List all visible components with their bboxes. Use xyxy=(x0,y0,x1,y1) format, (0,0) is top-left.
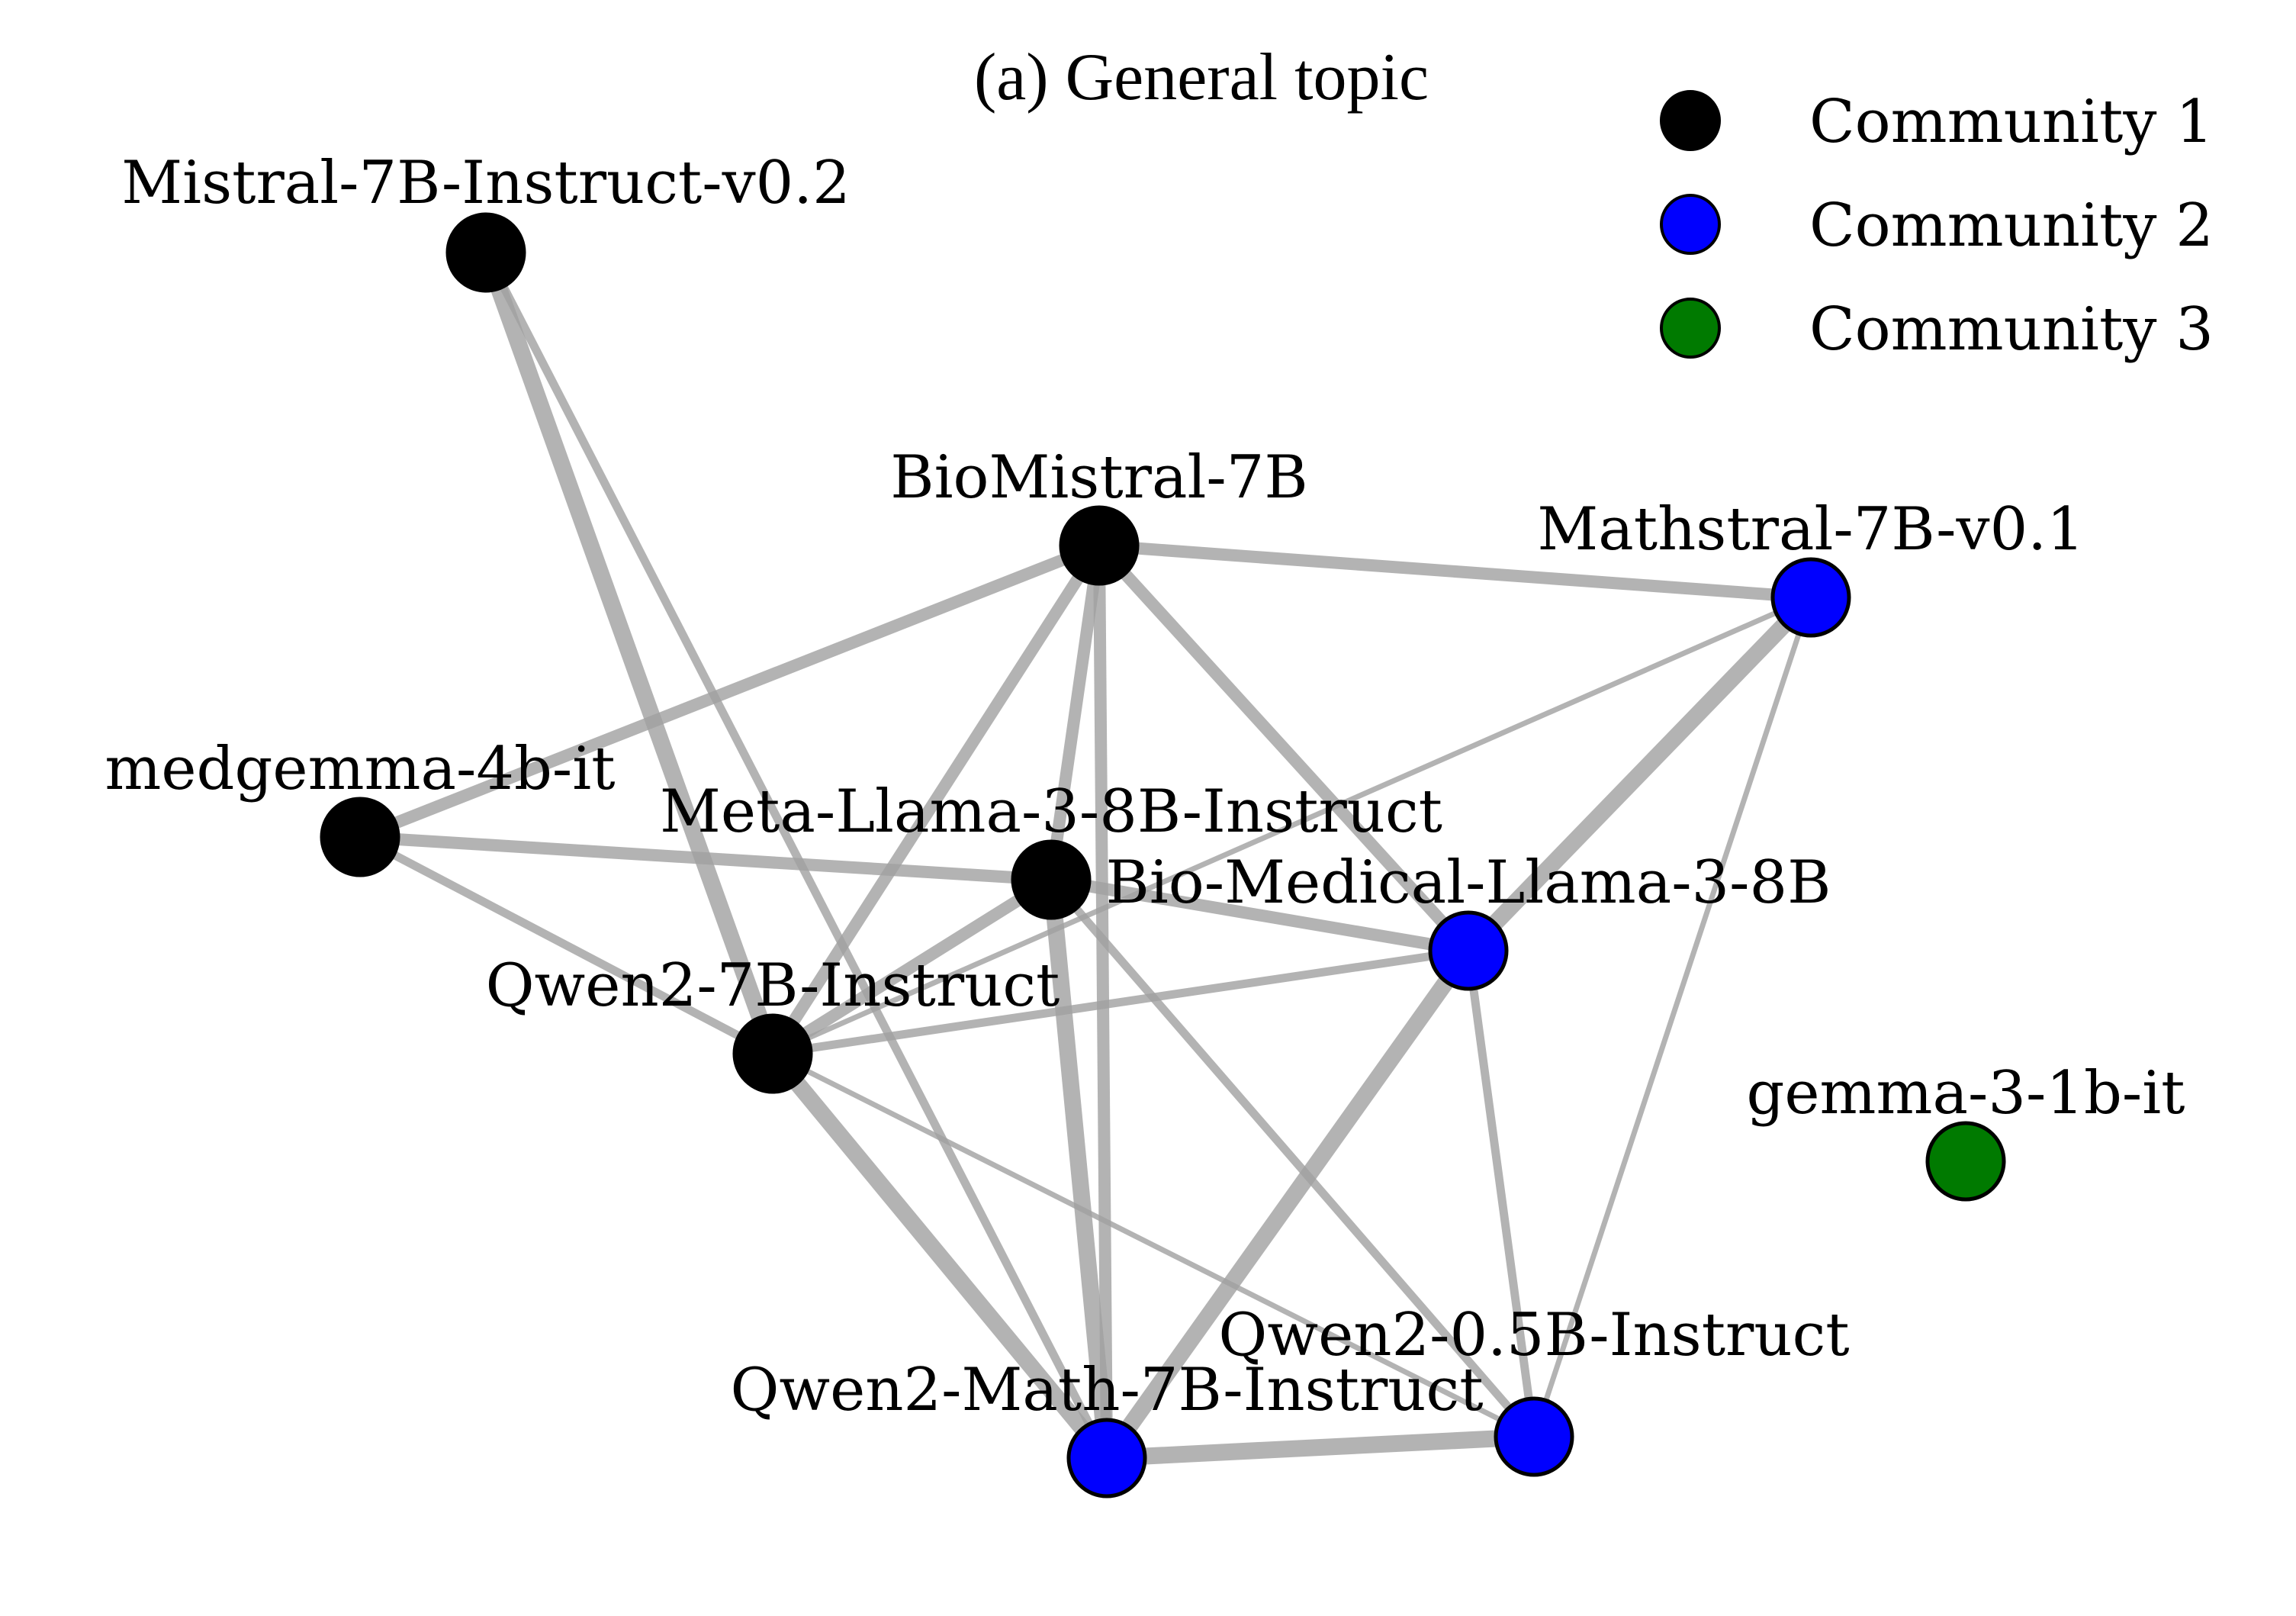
node-qwen05b xyxy=(1494,1396,1574,1477)
node-gemma1b xyxy=(1925,1121,2006,1202)
edge-biomistral-qwen7b xyxy=(767,542,1105,1057)
edge-biomistral-medgemma xyxy=(358,539,1101,843)
edge-llama3-biomedllama xyxy=(1050,874,1470,957)
edge-qwen7b-qwen05b xyxy=(771,1051,1535,1440)
edge-qwen7b-qwenmath xyxy=(766,1048,1114,1464)
edge-qwenmath-qwen05b xyxy=(1106,1428,1535,1466)
edge-biomistral-llama3 xyxy=(1045,544,1105,881)
node-label-mathstral: Mathstral-7B-v0.1 xyxy=(1537,495,2084,564)
node-label-biomistral: BioMistral-7B xyxy=(890,443,1307,512)
edges-layer xyxy=(358,249,1817,1466)
node-label-medgemma: medgemma-4b-it xyxy=(105,735,615,803)
edge-biomistral-mathstral xyxy=(1098,539,1812,604)
legend-item-community-1: Community 1 xyxy=(1660,88,2214,156)
node-biomedllama xyxy=(1428,910,1509,991)
node-biomistral xyxy=(1059,505,1140,586)
edge-mistral-qwenmath xyxy=(482,250,1111,1460)
legend-label-community-2: Community 2 xyxy=(1809,192,2214,260)
legend-item-community-2: Community 2 xyxy=(1660,192,2214,260)
edge-medgemma-qwen7b xyxy=(358,833,775,1057)
node-qwenmath xyxy=(1066,1418,1147,1499)
edge-biomedllama-qwen7b xyxy=(772,946,1469,1058)
node-label-biomedllama: Bio-Medical-Llama-3-8B xyxy=(1106,848,1831,917)
node-label-qwenmath: Qwen2-Math-7B-Instruct xyxy=(730,1356,1483,1424)
nodes-layer xyxy=(320,212,2006,1499)
edge-biomedllama-qwenmath xyxy=(1100,945,1475,1463)
edge-biomistral-biomedllama xyxy=(1095,541,1473,955)
chart-title: (a) General topic xyxy=(974,40,1429,114)
edge-mistral-qwen7b xyxy=(478,249,781,1057)
node-label-llama3: Meta-Llama-3-8B-Instruct xyxy=(660,777,1442,846)
node-label-gemma1b: gemma-3-1b-it xyxy=(1746,1059,2185,1128)
node-mathstral xyxy=(1770,557,1851,638)
node-llama3 xyxy=(1011,839,1092,920)
legend-marker-community-2 xyxy=(1660,194,1721,255)
legend-label-community-1: Community 1 xyxy=(1809,88,2214,156)
legend: Community 1 Community 2 Community 3 xyxy=(1660,88,2214,364)
edge-medgemma-llama3 xyxy=(359,831,1052,886)
edge-biomedllama-qwen05b xyxy=(1464,950,1539,1437)
node-mistral xyxy=(445,212,526,293)
legend-marker-community-3 xyxy=(1660,298,1721,359)
legend-label-community-3: Community 3 xyxy=(1809,295,2214,364)
legend-marker-community-1 xyxy=(1660,90,1721,151)
edge-mathstral-biomedllama xyxy=(1462,591,1817,957)
edge-llama3-qwenmath xyxy=(1043,878,1115,1460)
legend-item-community-3: Community 3 xyxy=(1660,295,2214,364)
node-medgemma xyxy=(320,797,400,877)
node-label-mistral: Mistral-7B-Instruct-v0.2 xyxy=(121,149,850,217)
edge-mathstral-qwen05b xyxy=(1531,596,1814,1438)
edge-llama3-qwen7b xyxy=(769,874,1055,1059)
edge-llama3-qwen05b xyxy=(1047,877,1538,1440)
node-qwen7b xyxy=(732,1013,813,1094)
node-label-qwen7b: Qwen2-7B-Instruct xyxy=(486,951,1060,1020)
edge-mathstral-qwen7b xyxy=(771,594,1812,1057)
node-label-qwen05b: Qwen2-0.5B-Instruct xyxy=(1218,1301,1849,1370)
